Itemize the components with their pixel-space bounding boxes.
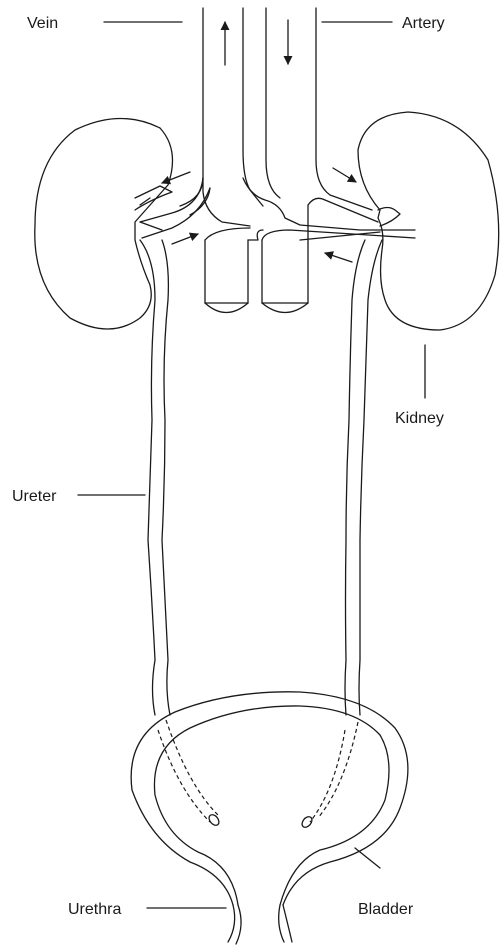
ureter-label: Ureter <box>12 488 57 505</box>
leader-lines <box>78 22 425 908</box>
kidney-label: Kidney <box>395 410 444 427</box>
renal-vein-return-arrow <box>325 253 352 262</box>
right-ureter <box>300 240 382 829</box>
artery-label: Artery <box>402 15 445 32</box>
renal-vein-arrow <box>162 172 190 183</box>
aorta <box>203 8 415 313</box>
bladder-leader <box>355 848 380 868</box>
left-ureter <box>140 240 221 827</box>
bladder-label: Bladder <box>358 901 414 918</box>
renal-return-arrow <box>172 234 198 244</box>
vena-cava <box>140 8 263 313</box>
right-kidney <box>358 112 499 330</box>
renal-artery-arrow <box>333 168 356 182</box>
flow-arrows <box>162 20 356 262</box>
vein-label: Vein <box>27 15 58 32</box>
urethra-label: Urethra <box>68 901 121 918</box>
left-kidney <box>35 118 173 329</box>
labels: Vein Artery Kidney Ureter Urethra Bladde… <box>12 15 445 918</box>
